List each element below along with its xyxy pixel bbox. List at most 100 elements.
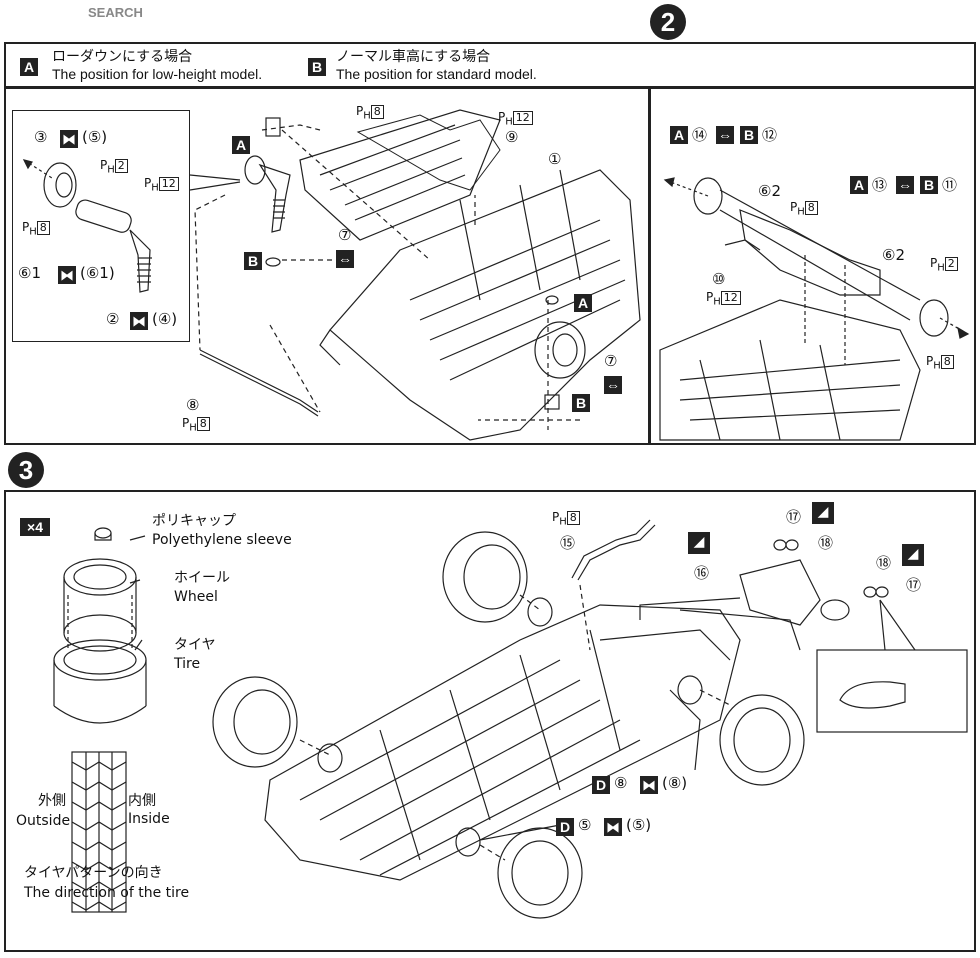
glue-icon: ◢ (812, 502, 834, 524)
part-18-label: ⑱ (818, 534, 834, 552)
glue-icon: ◢ (688, 532, 710, 554)
wheel-rear-right (719, 694, 805, 786)
legend-b-jp: ノーマル車高にする場合 (336, 49, 491, 65)
part-15-label: ⑮ (560, 534, 576, 552)
outside-label-en: Outside (16, 813, 71, 829)
inset-label-5: (⑤) (82, 128, 108, 146)
swap-icon: ⇔ (716, 126, 734, 144)
legend-b-en: The position for standard model. (336, 66, 537, 82)
part-12-label: ⑫ (762, 126, 778, 144)
part-7-label-2: ⑦ (604, 352, 618, 370)
option-b-badge: B (244, 252, 262, 270)
quantity-badge: ×4 (20, 518, 50, 536)
d2-part-5b: (⑤) (626, 816, 652, 834)
swap-icon: ⇔ (604, 376, 622, 394)
d1-part-8: ⑧ (614, 774, 628, 792)
sleeve-label-en: Polyethylene sleeve (152, 532, 292, 548)
legend-a-en: The position for low-height model. (52, 66, 263, 82)
front-subframe (299, 109, 501, 241)
option-a-badge-2: A (574, 294, 592, 312)
part-18b-label: ⑱ (876, 554, 892, 572)
part-9-label: ⑨ (505, 128, 519, 146)
wheel-front-right (497, 827, 583, 919)
option-d-badge: D (592, 776, 610, 794)
wheel-label-jp: ホイール (174, 570, 230, 586)
inset-label-2: ② (106, 310, 120, 328)
d1-part-8b: (⑧) (662, 774, 688, 792)
part-8-label: ⑧ (186, 396, 200, 414)
step3-panel (4, 490, 976, 952)
step2-right-panel (649, 87, 976, 445)
flip-icon: ⧓ (604, 818, 622, 836)
underbody (329, 169, 641, 441)
d2-part-5: ⑤ (578, 816, 592, 834)
part-17-label: ⑰ (786, 508, 802, 526)
right-b-badge: B (740, 126, 758, 144)
part-6b-label: ⑥2 (882, 246, 905, 264)
exhaust-pipe (577, 524, 656, 581)
swap-icon: ⇔ (336, 250, 354, 268)
tire-label-en: Tire (174, 656, 201, 672)
legend-bar: A ローダウンにする場合 The position for low-height… (4, 42, 976, 88)
part-17b-label: ⑰ (906, 576, 922, 594)
car-chassis (264, 604, 741, 881)
flip-icon: ⧓ (130, 312, 148, 330)
rear-floor (659, 299, 921, 441)
direction-label-en: The direction of the tire (24, 885, 190, 901)
direction-label-jp: タイヤパターンの向き (24, 865, 163, 881)
flip-icon: ⧓ (640, 776, 658, 794)
step-3-badge: 3 (8, 452, 44, 488)
part-14-label: ⑭ (692, 126, 708, 144)
legend-a-badge: A (20, 58, 38, 76)
tire-label-jp: タイヤ (174, 637, 216, 653)
part-6-label: ⑥2 (758, 182, 781, 200)
inside-label-en: Inside (128, 811, 170, 827)
step-2-badge: 2 (650, 4, 686, 40)
part-13-label: ⑬ (872, 176, 888, 194)
inset-hub (43, 162, 77, 208)
option-b-badge-2: B (572, 394, 590, 412)
part-10-label: ⑩ (712, 270, 726, 288)
rear-axle (739, 209, 881, 296)
flip-icon: ⧓ (58, 266, 76, 284)
wheel-label-en: Wheel (174, 589, 218, 605)
right-b-badge-2: B (920, 176, 938, 194)
option-d-badge-2: D (556, 818, 574, 836)
option-a-badge: A (232, 136, 250, 154)
legend-b-badge: B (308, 58, 326, 76)
inside-label-jp: 内側 (128, 793, 156, 809)
inset-label-3: ③ (34, 128, 48, 146)
glue-icon: ◢ (902, 544, 924, 566)
inset-label-6: ⑥1 (18, 264, 41, 282)
watermark-text: SEARCH (88, 5, 143, 20)
part-16-label: ⑯ (694, 564, 710, 582)
inset-label-6b: (⑥1) (80, 264, 115, 282)
right-a-badge-2: A (850, 176, 868, 194)
part-11-label: ⑪ (942, 176, 958, 194)
wheel-rear-left (442, 531, 528, 623)
sleeve-label-jp: ポリキャップ (152, 513, 236, 529)
outside-label-jp: 外側 (38, 793, 66, 809)
inset-label-4: (④) (152, 310, 178, 328)
wheel-front-left (212, 676, 298, 768)
suspension-detail-inset (12, 110, 190, 342)
legend-a-jp: ローダウンにする場合 (52, 49, 193, 65)
stabilizer-bar (199, 349, 319, 413)
exhaust-tip-detail (816, 649, 968, 733)
flip-icon: ⧓ (60, 130, 78, 148)
right-a-badge: A (670, 126, 688, 144)
part-7-label: ⑦ (338, 226, 352, 244)
muffler (739, 559, 821, 626)
